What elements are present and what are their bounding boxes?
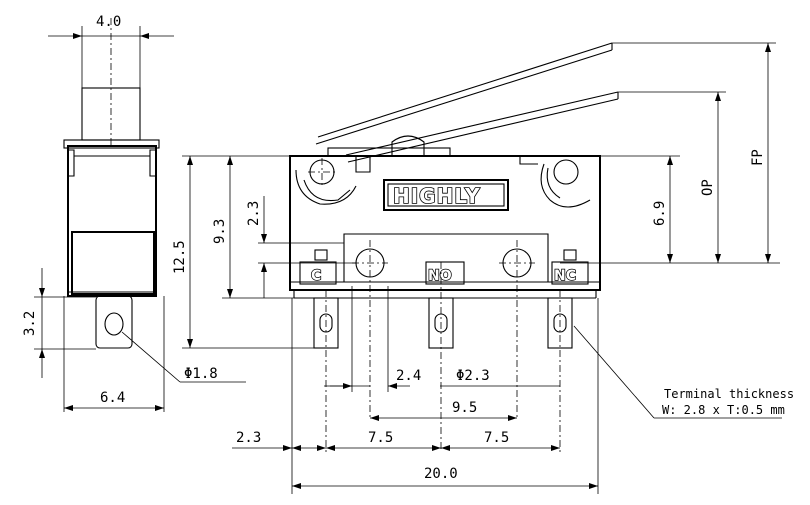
dim-hole-dia: Φ1.8: [184, 366, 218, 382]
brand-label: HIGHLY: [393, 184, 480, 208]
dim-side-width-bottom: 6.4: [100, 390, 125, 406]
note-terminal-size: W: 2.8 x T:0.5 mm: [662, 403, 785, 417]
dim-length-total: 20.0: [424, 466, 458, 482]
dim-offset-2-3: 2.3: [236, 430, 261, 446]
dim-pitch-right: 7.5: [484, 430, 509, 446]
dim-hole-dia-2: Φ2.3: [456, 368, 490, 384]
terminal-label-nc: NC: [554, 268, 576, 284]
dim-height-9-3: 9.3: [212, 219, 228, 244]
side-view: 4.0 3.2 6.4 Φ1.8: [22, 14, 246, 412]
dim-side-width-top: 4.0: [96, 14, 121, 30]
dim-fp-label: FP: [750, 149, 766, 166]
front-view: HIGHLY C NO NC: [172, 42, 794, 494]
dim-op-label: OP: [700, 179, 716, 196]
dim-pitch-left: 7.5: [368, 430, 393, 446]
dim-side-pin: 3.2: [22, 311, 38, 336]
dim-pitch-2-4: 2.4: [396, 368, 421, 384]
terminal-label-no: NO: [428, 268, 452, 284]
dim-hole-spacing: 9.5: [452, 400, 477, 416]
terminal-label-c: C: [311, 268, 321, 284]
note-terminal-thickness: Terminal thickness: [664, 387, 794, 401]
dim-height-2-3: 2.3: [246, 201, 262, 226]
dim-height-total: 12.5: [172, 240, 188, 274]
dim-height-6-9: 6.9: [652, 201, 668, 226]
